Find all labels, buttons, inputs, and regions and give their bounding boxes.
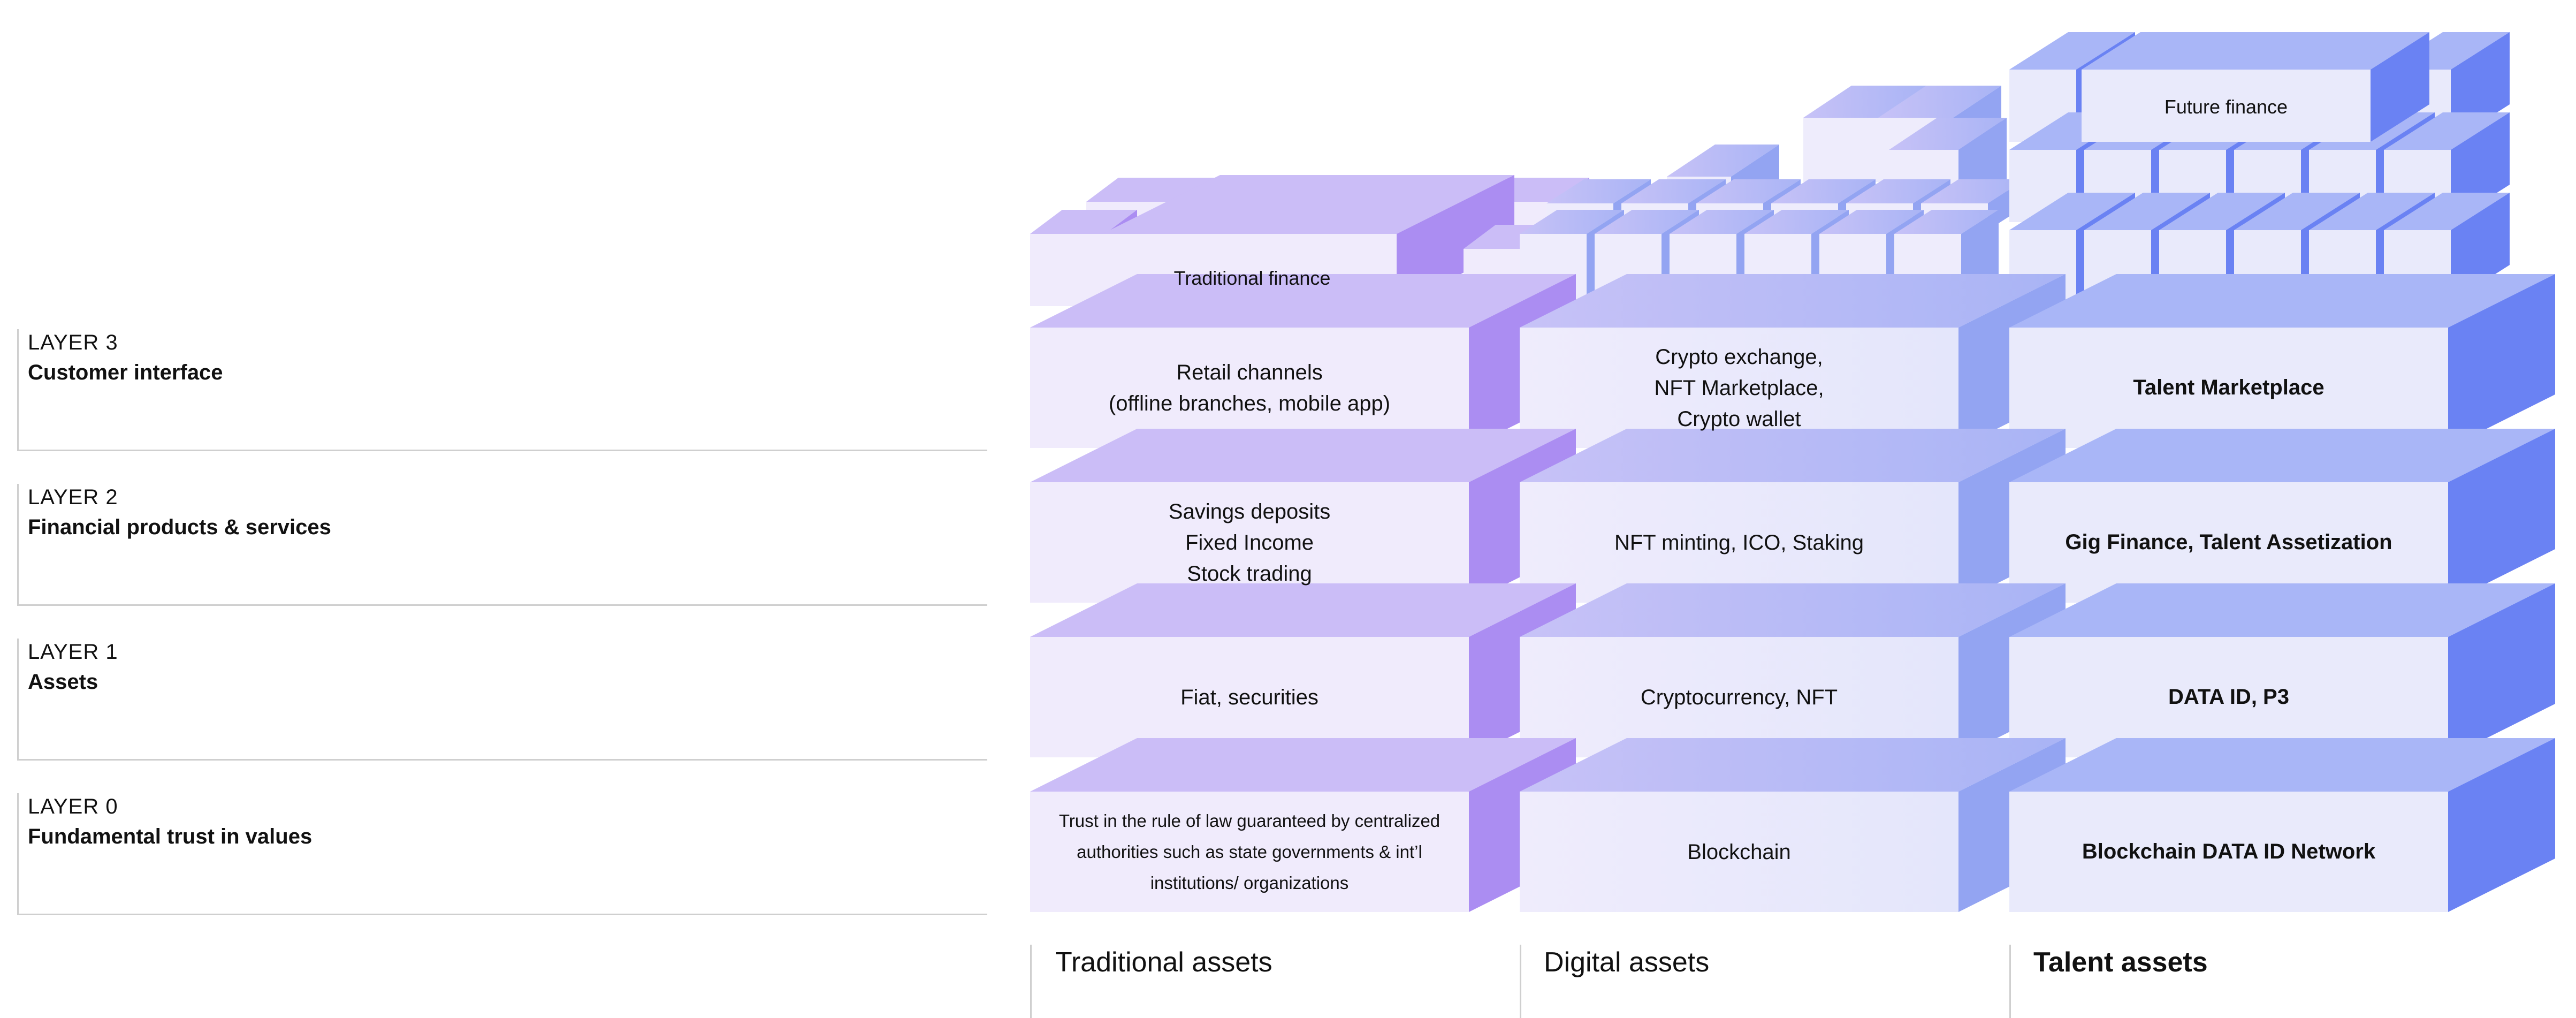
dig-top-back-5-top — [1921, 179, 2025, 203]
dig-top-front-3-top — [1744, 210, 1849, 234]
dig-top-tall-4-top — [1889, 118, 2007, 150]
dig-top-back-4-top — [1846, 179, 1950, 203]
trad-top-small-left-face — [1030, 234, 1105, 306]
talent-layer-1: DATA ID, P3 — [2168, 685, 2289, 709]
trad-top-main-top — [1102, 175, 1514, 234]
traditional-layer-1: Fiat, securities — [1180, 685, 1319, 709]
tal-row-3-top — [2009, 738, 2555, 792]
traditional-layer-2: Savings deposits Fixed Income Stock trad… — [1168, 499, 1331, 586]
dig-top-tall-2-top — [1803, 86, 1926, 118]
layer-row-2 — [17, 484, 987, 606]
talent-layer-3: Talent Marketplace — [2133, 376, 2325, 399]
tal-grid-2-0-top — [2009, 193, 2135, 230]
tal-grid-2-4-top — [2309, 193, 2435, 230]
dig-top-back-1-top — [1621, 179, 1726, 203]
dig-top-tall-1-top — [1667, 145, 1779, 177]
tal-row-1-top — [2009, 429, 2555, 482]
tal-grid-2-1-top — [2084, 193, 2210, 230]
tal-row-3-side — [2448, 738, 2555, 912]
tal-row-0-side — [2448, 274, 2555, 448]
dig-row-2-top — [1520, 583, 2066, 637]
tal-future-finance-slab-face — [2082, 70, 2371, 142]
trad-top-main-side — [1397, 175, 1514, 306]
tal-future-finance-slab-side — [2371, 32, 2429, 142]
dig-top-back-0-top — [1546, 179, 1651, 203]
layer-row-0 — [17, 793, 987, 915]
tal-row-2-face — [2009, 637, 2448, 757]
tal-row-1-face — [2009, 482, 2448, 603]
tal-row-2-side — [2448, 583, 2555, 757]
digital-layer-1: Cryptocurrency, NFT — [1640, 685, 1838, 709]
layer-row-1 — [17, 639, 987, 761]
dig-row-1-face — [1520, 482, 1958, 603]
dig-row-3-top — [1520, 738, 2066, 792]
tal-grid-2-5-top — [2384, 193, 2510, 230]
tal-future-finance-slab-top — [2082, 32, 2429, 70]
trad-row-0-top — [1030, 274, 1576, 328]
traditional-assets-label: Traditional assets — [1055, 947, 1272, 978]
digital-layer-0: Blockchain — [1687, 840, 1791, 864]
layer-1-name: Assets — [28, 670, 98, 694]
talent-layer-2: Gig Finance, Talent Assetization — [2065, 530, 2392, 554]
layer-2-number: LAYER 2 — [28, 485, 118, 509]
trad-top-small-left-top — [1030, 210, 1137, 234]
trad-row-1-face — [1030, 482, 1469, 603]
trad-row-1-top — [1030, 429, 1576, 482]
digital-layer-2: NFT minting, ICO, Staking — [1614, 530, 1864, 554]
talent-assets-label: Talent assets — [2033, 947, 2208, 978]
digital-column-rule — [1520, 945, 1521, 1018]
trad-row-2-top — [1030, 583, 1576, 637]
tal-grid-2-3-top — [2234, 193, 2360, 230]
dig-top-front-0-top — [1520, 210, 1624, 234]
traditional-column-rule — [1030, 945, 1032, 1018]
dig-row-3-face — [1520, 792, 1958, 912]
dig-row-1-top — [1520, 429, 2066, 482]
digital-layer-3: Crypto exchange, NFT Marketplace, Crypto… — [1654, 345, 1824, 431]
dig-row-0-face — [1520, 328, 1958, 448]
tal-row-3-face — [2009, 792, 2448, 912]
layer-3-name: Customer interface — [28, 361, 223, 384]
dig-row-0-top — [1520, 274, 2066, 328]
trad-row-2-face — [1030, 637, 1469, 757]
tal-row-1-side — [2448, 429, 2555, 603]
dig-top-front-5-top — [1894, 210, 1999, 234]
layer-2-name: Financial products & services — [28, 515, 331, 539]
dig-top-front-4-top — [1819, 210, 1924, 234]
layer-1-number: LAYER 1 — [28, 640, 118, 664]
talent-top-label: Future finance — [2164, 96, 2288, 118]
dig-top-back-2-top — [1696, 179, 1801, 203]
dig-row-2-face — [1520, 637, 1958, 757]
dig-top-back-3-top — [1771, 179, 1876, 203]
tal-row-2-top — [2009, 583, 2555, 637]
tal-row-0-top — [2009, 274, 2555, 328]
tal-row-0-face — [2009, 328, 2448, 448]
layer-3-number: LAYER 3 — [28, 331, 118, 354]
tal-grid-1-5-top — [2384, 112, 2510, 150]
tal-grid-2-2-top — [2159, 193, 2285, 230]
layer-0-number: LAYER 0 — [28, 795, 118, 818]
dig-top-front-2-top — [1670, 210, 1774, 234]
trad-row-3-face — [1030, 792, 1469, 912]
traditional-top-label: Traditional finance — [1173, 267, 1331, 289]
dig-top-tall-2-face — [1803, 118, 1878, 182]
digital-assets-label: Digital assets — [1544, 947, 1710, 978]
dig-top-tall-3-top — [1878, 86, 2001, 118]
talent-layer-0: Blockchain DATA ID Network — [2082, 840, 2376, 863]
traditional-layer-0: Trust in the rule of law guaranteed by c… — [1058, 810, 1441, 893]
layer-0-name: Fundamental trust in values — [28, 825, 313, 848]
traditional-layer-3: Retail channels (offline branches, mobil… — [1108, 360, 1391, 415]
talent-column-rule — [2009, 945, 2011, 1018]
dig-top-front-1-top — [1595, 210, 1699, 234]
layer-row-3 — [17, 329, 987, 451]
tal-grid-0-0-top — [2009, 32, 2135, 70]
trad-row-0-face — [1030, 328, 1469, 448]
trad-row-3-top — [1030, 738, 1576, 792]
